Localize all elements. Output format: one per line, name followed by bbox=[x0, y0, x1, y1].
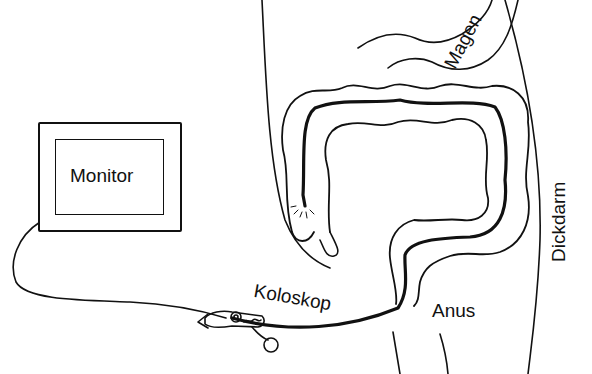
torso-line bbox=[262, 0, 330, 268]
colonoscope-handle bbox=[198, 311, 278, 352]
monitor-box: Monitor bbox=[38, 122, 182, 232]
caecum bbox=[292, 232, 314, 241]
leg-line bbox=[440, 334, 448, 374]
leg-line bbox=[393, 332, 400, 374]
monitor-cable bbox=[13, 222, 226, 318]
anatomy-label: Anus bbox=[432, 300, 475, 322]
organ-label: Magen bbox=[440, 11, 487, 73]
instrument-label: Koloskop bbox=[252, 280, 333, 315]
appendix bbox=[320, 232, 338, 256]
colonoscope-tube bbox=[232, 100, 506, 327]
monitor-screen: Monitor bbox=[55, 139, 164, 215]
node-text: Monitor bbox=[70, 165, 133, 187]
torso-line bbox=[505, 0, 540, 374]
scope-light bbox=[291, 206, 314, 218]
organ-label: Dickdarm bbox=[548, 182, 570, 262]
